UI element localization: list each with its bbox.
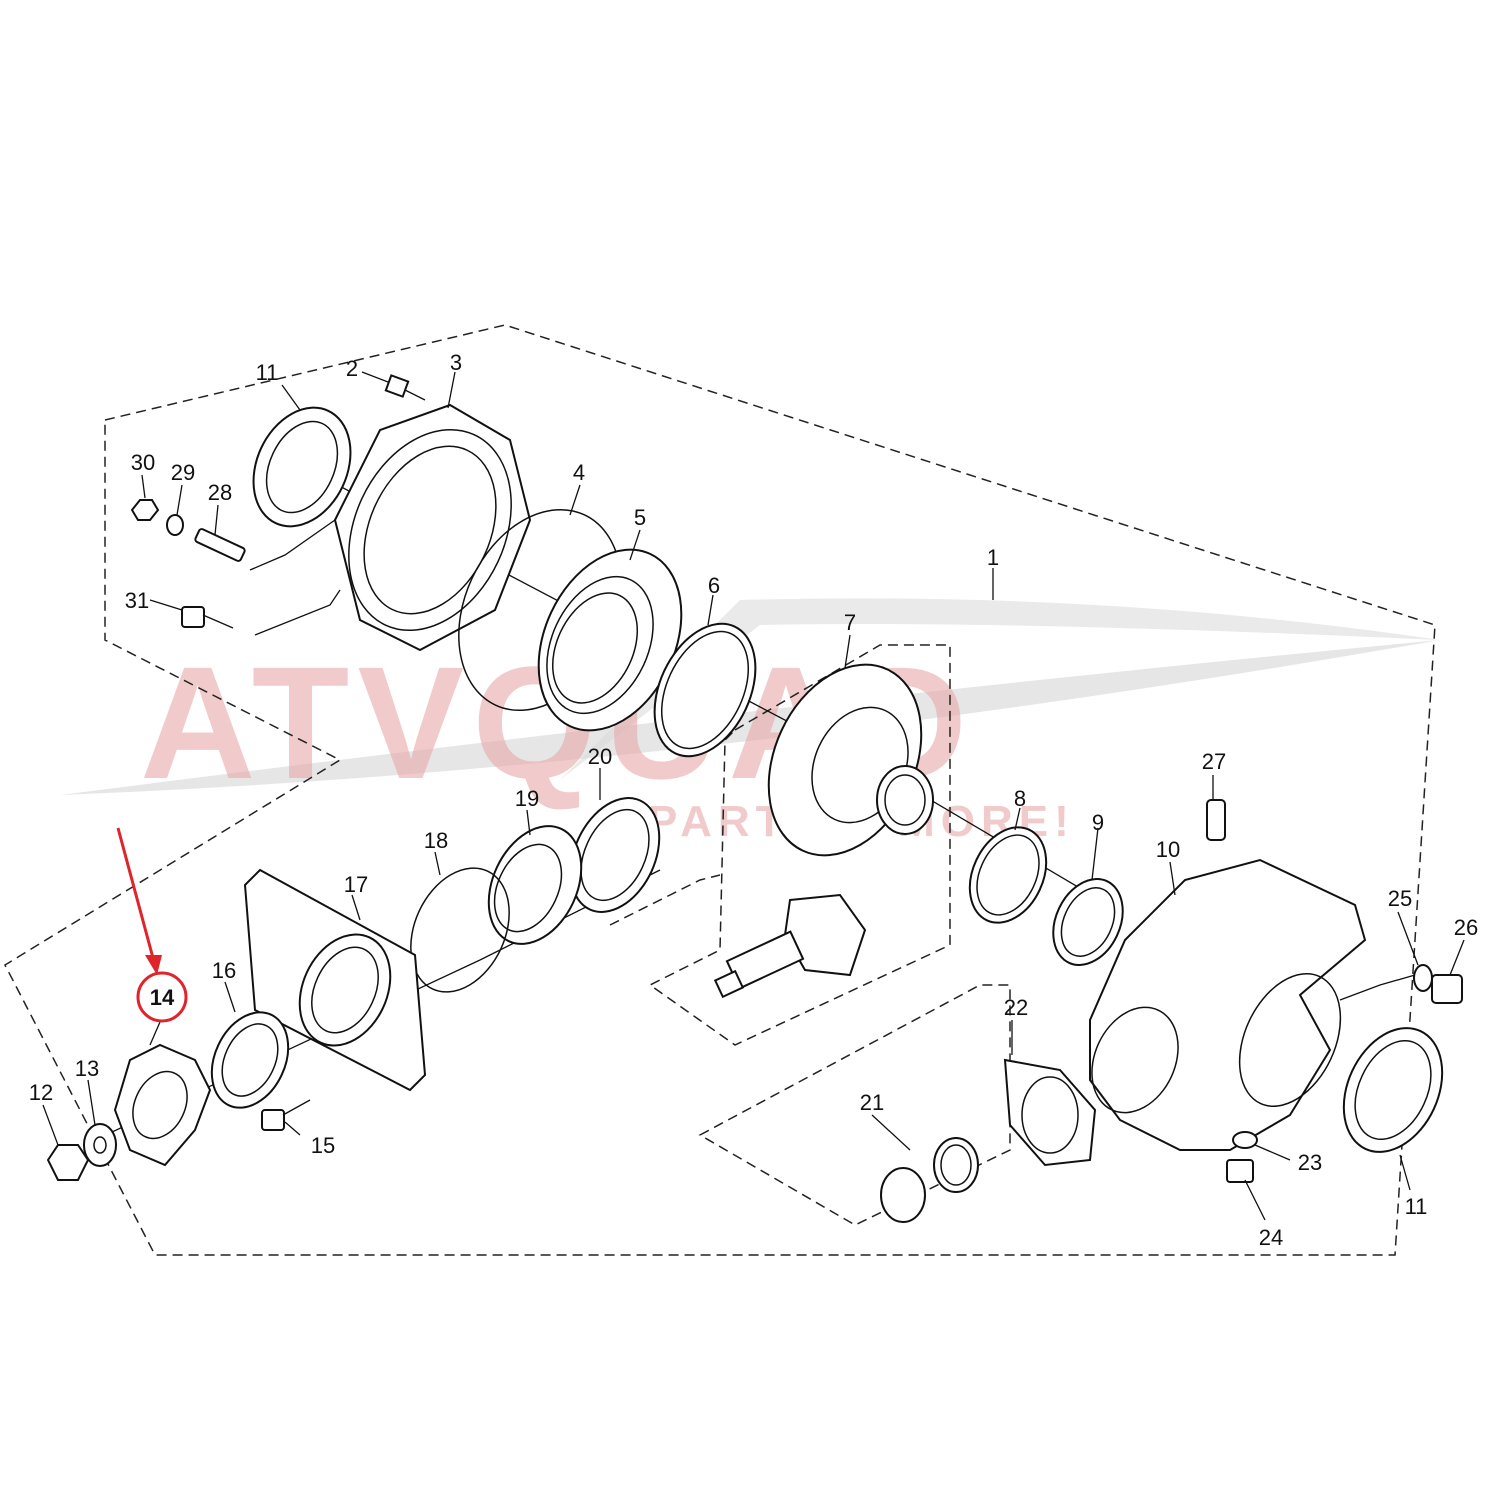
- callout-8: 8: [1014, 786, 1026, 811]
- part-20-seal: [569, 797, 661, 913]
- callout-15: 15: [311, 1133, 335, 1158]
- callout-25: 25: [1388, 886, 1412, 911]
- callout-7: 7: [844, 610, 856, 635]
- callout-11-bottom: 11: [1405, 1194, 1428, 1219]
- callout-6: 6: [708, 573, 720, 598]
- part-8-shim: [968, 826, 1048, 924]
- part-11-oil-seal-top: [252, 406, 352, 528]
- part-16-seal: [210, 1011, 290, 1109]
- callout-18: 18: [424, 828, 448, 853]
- watermark-logo: ATVQUAD PARTS & MORE!: [60, 598, 1440, 846]
- callout-1: 1: [987, 545, 999, 570]
- callout-26: 26: [1454, 915, 1478, 940]
- callout-17: 17: [344, 872, 368, 897]
- callout-21: 21: [860, 1090, 884, 1115]
- part-17-flange-housing: [243, 868, 427, 1092]
- callout-31: 31: [125, 588, 149, 613]
- callout-13: 13: [75, 1056, 99, 1081]
- part-25-washer: [1413, 964, 1433, 992]
- part-10-housing: [1089, 799, 1367, 1151]
- part-13-washer: [83, 1123, 117, 1167]
- highlight-marker: [116, 827, 188, 1023]
- callout-28: 28: [208, 480, 232, 505]
- part-31-bolt: [181, 606, 234, 629]
- part-3-cover: [333, 403, 532, 652]
- callout-20: 20: [588, 744, 612, 769]
- part-22-gasket: [1003, 1058, 1097, 1167]
- callout-5: 5: [634, 505, 646, 530]
- part-30-nut: [130, 499, 160, 521]
- pinion-gear: [713, 893, 867, 999]
- callout-2: 2: [346, 356, 358, 381]
- callout-10: 10: [1156, 837, 1180, 862]
- part-2-bolt: [384, 374, 426, 401]
- callout-3: 3: [450, 350, 462, 375]
- part-18-o-ring: [410, 867, 510, 993]
- part-9-needle-bearing: [1052, 878, 1124, 966]
- callout-9: 9: [1092, 810, 1104, 835]
- part-24-drain-bolt: [1226, 1159, 1254, 1183]
- leader-lines: [42, 371, 1465, 1221]
- part-12-nut: [46, 1144, 90, 1181]
- assembly-outline: [4, 324, 1436, 1256]
- part-6-shim: [653, 622, 757, 758]
- highlight-circle: [136, 971, 188, 1023]
- part-19-bearing: [487, 825, 583, 945]
- part-23-washer: [1232, 1131, 1258, 1149]
- part-11-oil-seal-bottom: [1342, 1027, 1444, 1153]
- callout-11-top: 11: [256, 360, 279, 385]
- callout-19: 19: [515, 786, 539, 811]
- part-7-ring-gear: [767, 663, 934, 857]
- callout-22: 22: [1004, 995, 1028, 1020]
- part-14-flange: [113, 1043, 212, 1167]
- callout-14: 14: [150, 985, 175, 1010]
- callout-24: 24: [1259, 1225, 1283, 1250]
- callout-27: 27: [1202, 749, 1226, 774]
- callout-23: 23: [1298, 1150, 1322, 1175]
- callout-29: 29: [171, 460, 195, 485]
- part-15-bolt: [261, 1099, 311, 1131]
- part-28-stud: [194, 528, 246, 562]
- callout-16: 16: [212, 958, 236, 983]
- part-29-washer: [166, 514, 184, 536]
- callout-12: 12: [29, 1080, 53, 1105]
- callout-30: 30: [131, 450, 155, 475]
- part-26-bolt: [1431, 974, 1463, 1004]
- part-21-bushing-set: [880, 1137, 979, 1223]
- part-5-bearing: [537, 548, 683, 732]
- callout-labels: 1 2 3 4 5 6 7 8 9 10 11 11 12 13 14 15 1…: [29, 350, 1478, 1250]
- callout-4: 4: [573, 460, 585, 485]
